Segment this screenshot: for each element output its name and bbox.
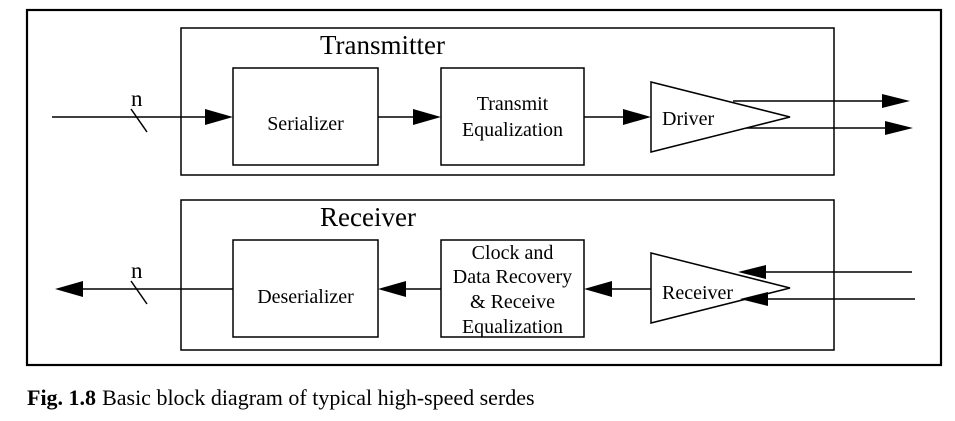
cdr-label-line4: Equalization xyxy=(462,316,563,338)
rx-bus-width-label: n xyxy=(131,258,143,283)
receiver-title: Receiver xyxy=(320,202,416,232)
receiver-input-arrowhead-positive xyxy=(738,265,766,279)
transmitter-section: Transmitter n Serializer Transmit Equali… xyxy=(52,27,913,176)
cdr-equalization-block xyxy=(440,239,585,338)
transmit-equalization-block xyxy=(440,67,585,166)
receiver-input-arrowhead-negative xyxy=(740,292,768,306)
cdr-label-line2: Data Recovery xyxy=(453,266,572,288)
deserializer-label: Deserializer xyxy=(257,286,354,308)
receiver-section: Receiver n Deserializer Clock and Data R… xyxy=(55,199,915,351)
figure-caption-text: Basic block diagram of typical high-spee… xyxy=(102,385,535,410)
tx-input-arrowhead xyxy=(205,109,233,125)
cdr-label-line3: & Receive xyxy=(470,291,555,313)
outer-frame xyxy=(25,8,943,367)
driver-output-arrowhead-positive xyxy=(882,94,910,108)
receiver-to-cdr-arrowhead xyxy=(584,281,612,297)
equalization-to-driver-arrowhead xyxy=(623,109,651,125)
deserializer-block xyxy=(232,239,379,338)
driver-output-arrowhead-negative xyxy=(885,121,913,135)
cdr-to-deserializer-arrowhead xyxy=(378,281,406,297)
tx-bus-width-label: n xyxy=(131,86,143,111)
transmit-equalization-label-line1: Transmit xyxy=(477,93,549,115)
driver-label: Driver xyxy=(662,108,715,130)
serializer-to-equalization-arrowhead xyxy=(413,109,441,125)
receiver-amplifier-label: Receiver xyxy=(662,282,733,304)
rx-bus-slash xyxy=(130,280,148,305)
figure-caption-label: Fig. 1.8 xyxy=(27,385,96,410)
tx-bus-slash xyxy=(130,108,148,133)
driver-amplifier-triangle xyxy=(650,81,791,153)
cdr-label-line1: Clock and xyxy=(472,242,554,264)
transmit-equalization-label-line2: Equalization xyxy=(462,119,563,141)
transmitter-title: Transmitter xyxy=(320,30,445,60)
receiver-amplifier-triangle xyxy=(650,252,791,324)
rx-output-arrowhead xyxy=(55,281,83,297)
serializer-label: Serializer xyxy=(267,113,344,135)
